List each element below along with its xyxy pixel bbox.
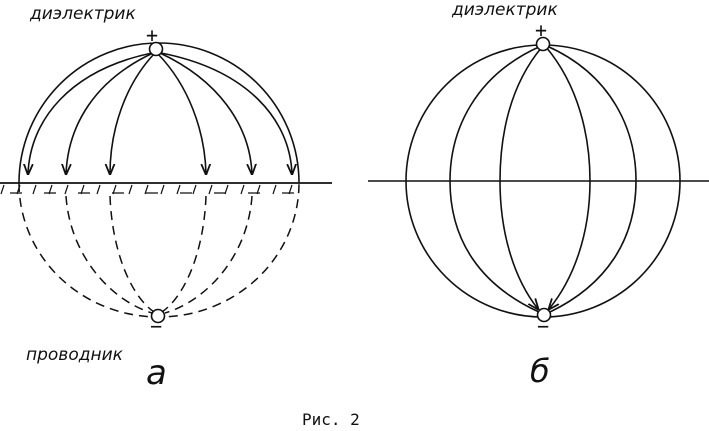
panel-b-field-line-right-inner — [545, 46, 591, 309]
panel-a-outer-field-line-lower — [18, 182, 300, 318]
panel-b-field-line-right-outer — [546, 45, 637, 313]
panel-b-field-line-left-inner — [499, 46, 543, 309]
panel-b-letter: б — [530, 352, 550, 390]
panel-a-minus-sign: − — [150, 314, 162, 338]
panel-a-field-line-5 — [159, 52, 252, 174]
panel-a-image-line-3 — [161, 195, 207, 313]
panel-a-field-line-6 — [160, 52, 292, 174]
panel-a-image-line-1 — [65, 195, 153, 314]
panel-b-negative-charge — [536, 307, 552, 323]
panel-a-plus-sign: + — [146, 23, 158, 47]
panel-b-field-line-left-outer — [449, 45, 542, 313]
panel-b-top-label: диэлектрик — [451, 0, 558, 20]
panel-a-outer-field-line-upper — [18, 42, 300, 184]
panel-b-positive-charge — [535, 36, 551, 52]
panel-a-bottom-label: проводник — [26, 345, 124, 365]
panel-a-boundary-hatching — [0, 184, 294, 195]
panel-a-image-charge — [150, 308, 166, 324]
panel-b-minus-sign: − — [537, 314, 549, 338]
figure-caption: Рис. 2 — [302, 410, 360, 429]
panel-b-field-lines — [449, 45, 637, 313]
panel-a-field-line-2 — [66, 52, 154, 174]
panel-a: диэлектрик + — [0, 4, 332, 393]
panel-b-plus-sign: + — [535, 18, 547, 42]
panel-a-top-label: диэлектрик — [29, 4, 136, 24]
panel-a-field-line-3 — [110, 53, 155, 174]
panel-a-letter: а — [146, 353, 167, 393]
panel-a-field-lines — [28, 52, 292, 174]
panel-b: диэлектрик + − б — [368, 0, 709, 390]
panel-a-image-line-4 — [164, 195, 253, 314]
panel-a-image-line-2 — [109, 195, 155, 313]
panel-a-field-line-4 — [157, 53, 206, 174]
panel-a-positive-charge — [148, 41, 164, 57]
panel-a-image-field-lines — [65, 195, 253, 314]
panel-a-field-line-1 — [28, 52, 153, 174]
